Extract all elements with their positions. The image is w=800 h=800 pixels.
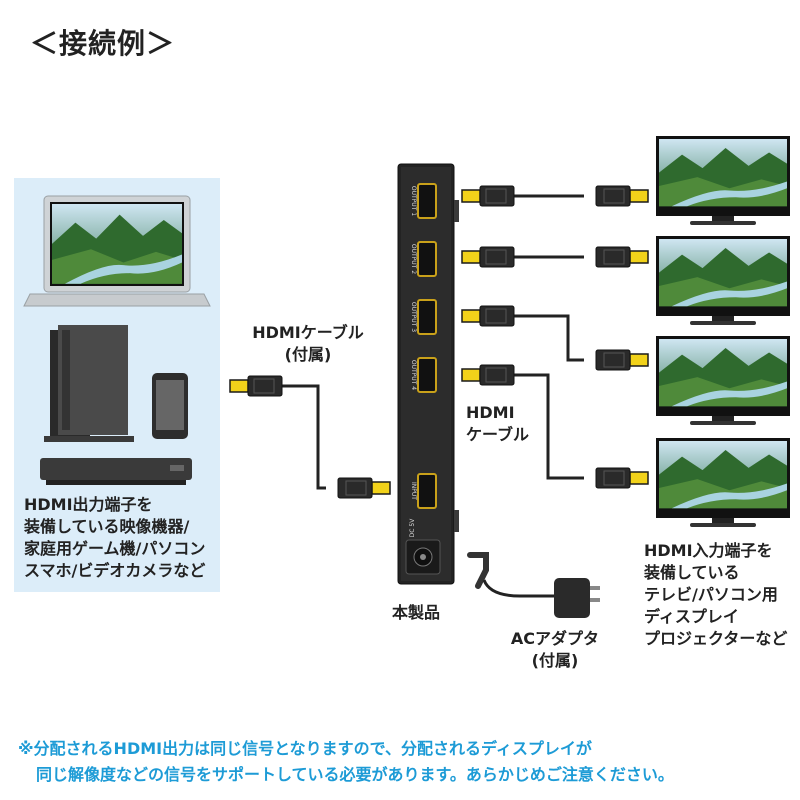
port-label: OUTPUT 2 [410, 244, 417, 274]
display-2-icon [656, 236, 790, 325]
hdmi-cable-label: HDMI ケーブル [466, 403, 530, 444]
attached-cable-plug-left [229, 375, 283, 397]
splitter-device: OUTPUT 1 OUTPUT 2 OUTPUT 3 OUTPUT 4 INPU… [397, 163, 459, 585]
output-cable-1 [461, 185, 649, 207]
ac-adapter-icon [467, 552, 600, 618]
output-port-3 [417, 299, 437, 335]
game-console-icon [44, 325, 134, 442]
output-port-4 [417, 357, 437, 393]
ac-adapter-label: ACアダプタ (付属) [510, 629, 600, 670]
smartphone-icon [152, 373, 188, 439]
output-cable-4 [461, 364, 649, 489]
port-label: OUTPUT 3 [410, 302, 417, 332]
port-label: OUTPUT 4 [410, 360, 417, 390]
output-port-2 [417, 241, 437, 277]
port-label: OUTPUT 1 [410, 186, 417, 216]
page-title: ＜接続例＞ [30, 27, 176, 60]
input-port [417, 473, 437, 509]
bluray-player-icon [40, 458, 192, 485]
attached-cable-line [282, 384, 326, 490]
splitter-label: 本製品 [392, 603, 441, 622]
laptop-icon [23, 195, 211, 307]
attached-cable-label: HDMIケーブル (付属) [252, 323, 364, 364]
display-4-icon [656, 438, 790, 527]
caution-note: ※分配されるHDMI出力は同じ信号となりますので、分配されるディスプレイが 同じ… [18, 739, 674, 784]
output-cable-2 [461, 246, 649, 268]
output-port-1 [417, 183, 437, 219]
attached-cable-plug-right [337, 477, 391, 499]
power-label: DC 5V [409, 518, 416, 538]
display-1-icon [656, 136, 790, 225]
output-cable-3 [461, 305, 649, 371]
display-3-icon [656, 336, 790, 425]
port-label: INPUT [410, 482, 417, 500]
source-devices-label: HDMI出力端子を 装備している映像機器/ 家庭用ゲーム機/パソコン スマホ/ビ… [24, 495, 206, 580]
displays-label: HDMI入力端子を 装備している テレビ/パソコン用 ディスプレイ プロジェクタ… [644, 541, 788, 648]
